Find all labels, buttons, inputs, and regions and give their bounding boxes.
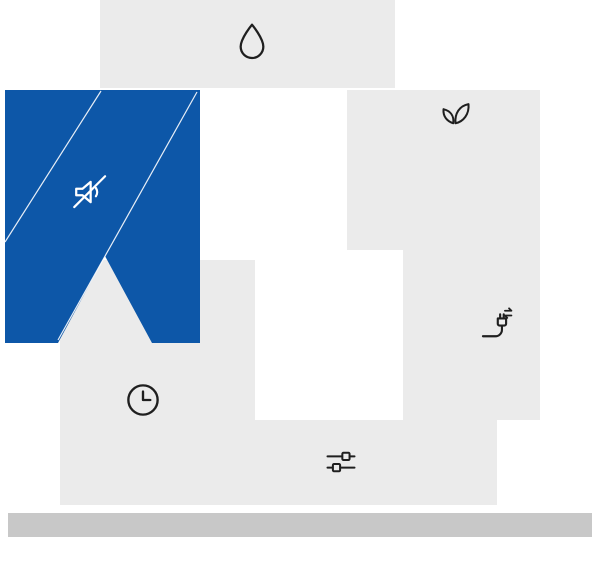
tile-plug — [403, 250, 540, 420]
sliders-icon — [326, 451, 356, 473]
ribbon-fold-line — [57, 91, 198, 341]
tile-leaves — [347, 90, 540, 250]
water-drop-icon — [239, 23, 265, 60]
footer-bar — [8, 513, 592, 537]
ribbon-shape — [5, 90, 200, 343]
blue-ribbon-banner — [5, 90, 200, 343]
leaves-icon — [442, 103, 470, 125]
ribbon-fold-line — [5, 90, 102, 243]
clock-icon — [127, 384, 159, 416]
tile-water — [100, 0, 395, 88]
tile-sliders — [200, 420, 497, 505]
plug-sync-icon — [481, 307, 513, 338]
speaker-muted-icon — [73, 175, 107, 209]
